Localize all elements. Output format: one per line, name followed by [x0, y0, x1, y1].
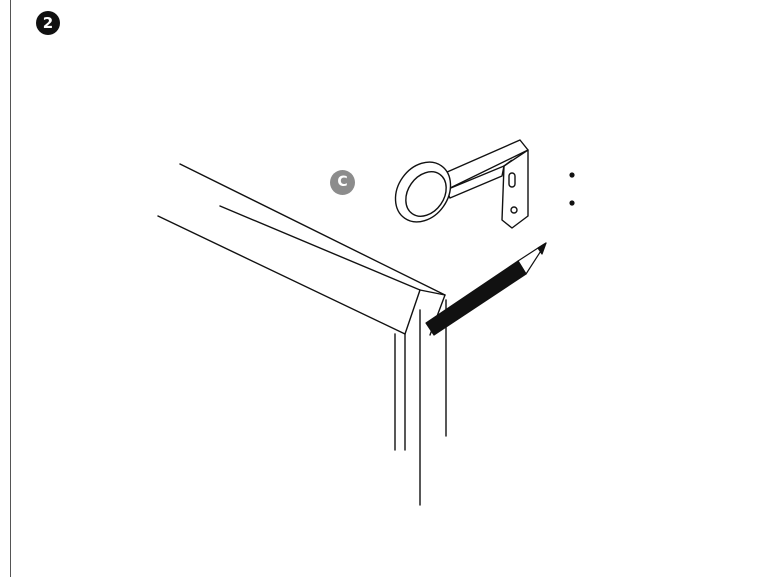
frame-top-inner-edge — [219, 205, 421, 291]
bracket-hole — [510, 206, 518, 214]
bracket-ring-inner — [405, 171, 447, 217]
mark-dot-bottom — [569, 200, 575, 206]
frame-corner-miter — [404, 289, 421, 335]
step-number-badge: 2 — [36, 11, 60, 35]
frame-top-lower-edge — [157, 215, 406, 335]
frame-top-outer-edge — [179, 163, 446, 296]
bracket-wall-plate — [501, 149, 529, 229]
frame-corner-miter-top — [419, 289, 446, 296]
pencil-body — [425, 260, 527, 336]
pencil-mark-dots — [569, 172, 575, 206]
part-label-badge: C — [330, 170, 355, 195]
bracket-slot — [508, 172, 516, 188]
mark-dot-top — [569, 172, 575, 178]
curtain-rod-bracket-icon — [394, 139, 529, 229]
pencil-icon — [425, 242, 547, 336]
pencil-lead — [537, 242, 547, 255]
page-margin-rule — [10, 0, 11, 577]
